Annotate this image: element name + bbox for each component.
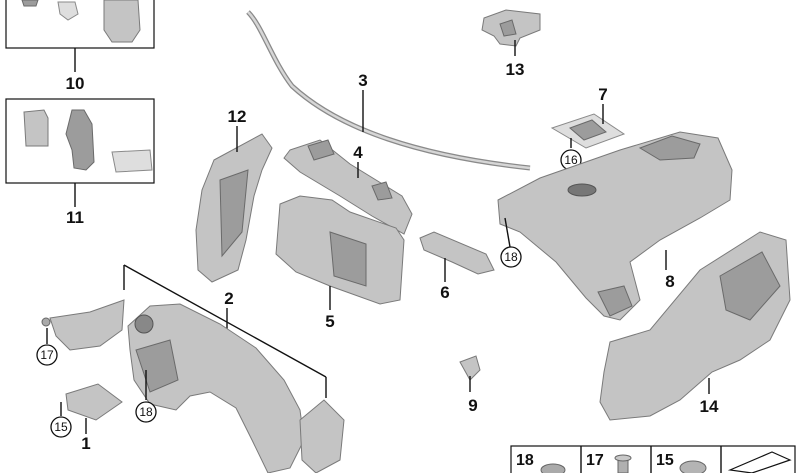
part-1-pad: 1 15 [50, 383, 123, 453]
part-10-group: 10 [5, 0, 155, 93]
tool-icon [727, 451, 792, 473]
part-3-seal-strip: 3 [246, 10, 531, 171]
part-9-clip: 9 [459, 355, 481, 415]
label-11: 11 [66, 208, 84, 227]
part-2-bracket-line: 2 [123, 264, 327, 398]
part-12-panel: 12 [195, 107, 273, 283]
label-14: 14 [700, 397, 719, 416]
callout-15: 15 [54, 420, 68, 434]
label-5: 5 [325, 312, 334, 331]
legend-17: 17 [586, 452, 604, 469]
label-1: 1 [81, 434, 90, 453]
label-2: 2 [224, 289, 233, 308]
fastener-legend: 18 17 15 [510, 445, 796, 473]
part-6-bracket: 6 [419, 231, 495, 302]
label-6: 6 [440, 283, 449, 302]
label-3: 3 [358, 71, 367, 90]
part-14-panel: 14 [599, 231, 791, 421]
callout-18-upper: 18 [504, 250, 518, 264]
part-11-group: 11 [5, 98, 155, 227]
part-5-insulation: 5 [275, 195, 405, 331]
part-13-bracket: 13 [481, 9, 541, 79]
label-13: 13 [506, 60, 525, 79]
label-12: 12 [228, 107, 247, 126]
part-7-plate: 7 16 [550, 85, 626, 171]
label-8: 8 [665, 272, 674, 291]
part-2-wheel-arch: 18 [127, 303, 345, 473]
part-2-small-bracket: 17 [36, 299, 125, 366]
label-9: 9 [468, 396, 477, 415]
legend-15: 15 [656, 452, 674, 469]
callout-18-lower: 18 [139, 405, 153, 419]
part-4-rail: 4 [283, 139, 413, 235]
label-10: 10 [66, 74, 85, 93]
label-4: 4 [353, 143, 363, 162]
legend-18: 18 [516, 452, 534, 469]
fastener-18-icon [540, 463, 566, 473]
callout-16: 16 [564, 153, 578, 167]
fastener-15-icon [679, 460, 707, 473]
part-8-tunnel: 8 18 [497, 131, 733, 321]
callout-17: 17 [40, 348, 54, 362]
label-7: 7 [598, 85, 607, 104]
